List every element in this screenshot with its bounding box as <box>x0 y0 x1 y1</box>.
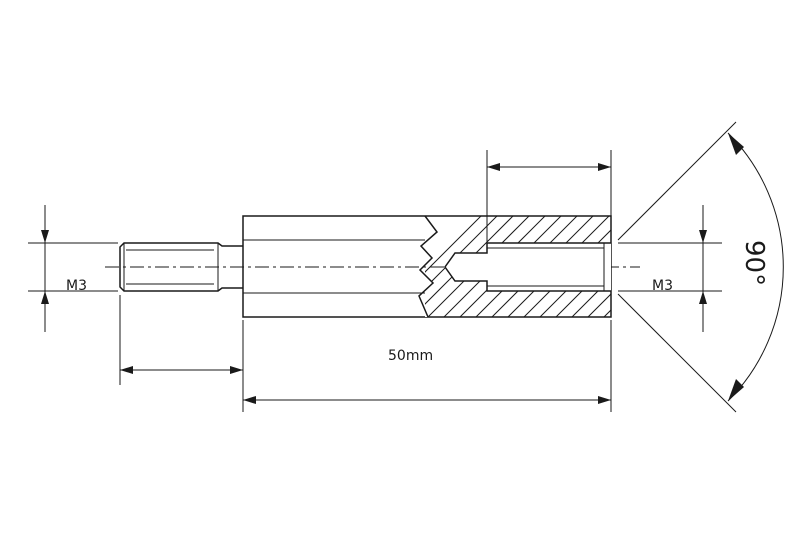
overall-length-dimension: 50mm <box>243 320 612 412</box>
angle-label: 90° <box>739 240 769 286</box>
male-thread-stud <box>119 242 243 292</box>
left-thread-dimension: M3 <box>28 205 118 332</box>
bore-depth-dimension <box>486 150 612 243</box>
right-thread-dimension: M3 <box>618 205 722 332</box>
hatch-line <box>587 293 611 317</box>
hatch-line <box>425 216 482 273</box>
hatch-mask-bore <box>445 243 611 291</box>
hatch-line <box>603 309 611 317</box>
hatch-line <box>571 277 611 317</box>
hatch-mask-left <box>425 216 437 317</box>
stud-length-dimension <box>119 295 244 412</box>
section-hatching <box>418 215 737 318</box>
hatch-line <box>636 216 737 317</box>
angle-dimension: 90° <box>617 121 784 413</box>
right-thread-label: M3 <box>652 278 673 294</box>
length-label: 50mm <box>388 348 433 364</box>
left-thread-label: M3 <box>66 278 87 294</box>
